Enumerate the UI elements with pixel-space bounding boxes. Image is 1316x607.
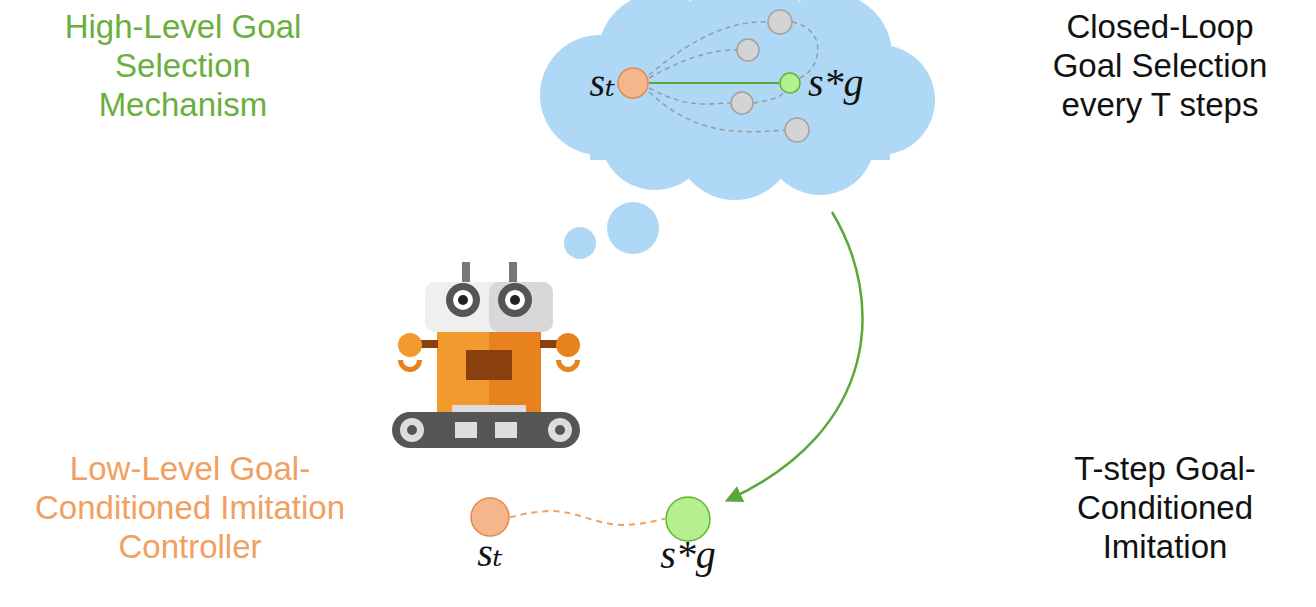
state-label: sₜ — [590, 63, 615, 103]
candidate-paths — [649, 22, 818, 132]
caption-text: High-Level Goal Selection Mechanism — [63, 8, 303, 125]
circle-outline — [617, 67, 649, 99]
caption-text: T-step Goal-Conditioned Imitation — [1020, 450, 1310, 567]
state-dot — [780, 73, 800, 93]
circle-outline — [470, 497, 510, 537]
robot-icon — [392, 262, 580, 448]
goal-arrow — [728, 212, 863, 500]
connector — [649, 82, 779, 84]
state-label: s*g — [660, 535, 716, 575]
state-label: sₜ — [477, 533, 502, 573]
connector — [510, 511, 665, 525]
candidate-goals — [731, 10, 809, 142]
caption-text: Closed-Loop Goal Selection every T steps — [1035, 8, 1285, 125]
thought-cloud — [540, 0, 935, 259]
state-label: s*g — [808, 63, 864, 103]
state-circle: sₜ — [470, 497, 510, 537]
state-circle: s*g — [779, 72, 801, 94]
state-dot — [471, 498, 509, 536]
state-circle: s*g — [665, 496, 711, 542]
state-dot — [618, 68, 648, 98]
caption-text: Low-Level Goal-Conditioned Imitation Con… — [15, 450, 365, 567]
circle-outline — [779, 72, 801, 94]
state-circle: sₜ — [617, 67, 649, 99]
